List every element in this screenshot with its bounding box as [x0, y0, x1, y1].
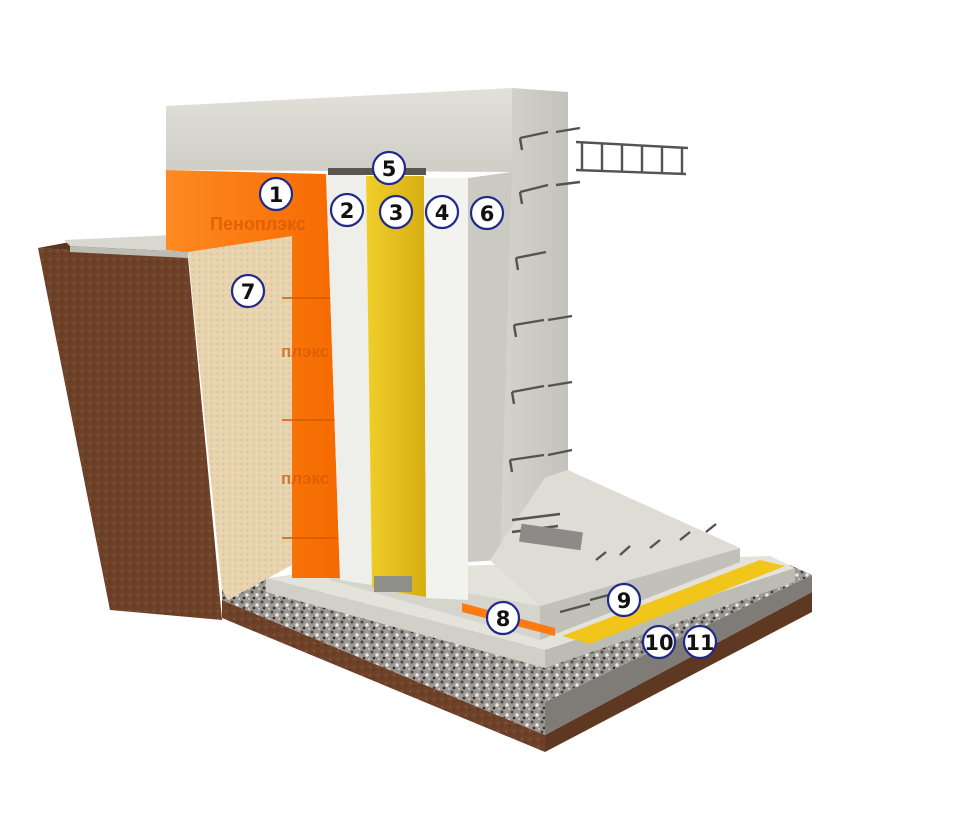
callout-circle: [230, 273, 266, 309]
callout-3: 3: [378, 194, 414, 230]
brand-text-partial: плэкс: [281, 469, 329, 488]
callout-label: 10: [644, 631, 673, 655]
slab-plate-front: [266, 578, 545, 668]
rebar: [547, 314, 573, 322]
callout-circle: [258, 176, 294, 212]
rebar: [555, 126, 581, 134]
callout-label: 3: [389, 201, 404, 225]
callout-label: 7: [241, 280, 256, 304]
wall-inner-face: [468, 172, 512, 562]
callout-10: 10: [641, 624, 677, 660]
slab-plate-right: [545, 568, 795, 668]
soil-base-front: [222, 600, 545, 752]
callout-circle: [424, 194, 460, 230]
callout-circle: [641, 624, 677, 660]
callout-label: 2: [340, 199, 355, 223]
callout-7: 7: [230, 273, 266, 309]
callout-6: 6: [469, 195, 505, 231]
rebar: [547, 448, 573, 457]
xps-insulation-board: [166, 170, 340, 578]
floor-slab: [266, 470, 795, 668]
rebar: [512, 318, 545, 338]
callout-label: 4: [435, 201, 450, 225]
callout-label: 1: [269, 183, 284, 207]
wall-layers: [166, 168, 468, 600]
callout-8: 8: [485, 600, 521, 636]
callout-circle: [485, 600, 521, 636]
callout-circle: [329, 192, 365, 228]
rebar: [547, 380, 573, 388]
gravel-layer-right: [545, 575, 812, 735]
rebar-mat: [580, 142, 684, 174]
membrane-clamp: [374, 576, 412, 592]
callout-markers: 1 2 3 4 5 6 7 8 9 10 11: [230, 150, 718, 660]
brand-text-partial: плэкс: [281, 342, 329, 361]
callout-4: 4: [424, 194, 460, 230]
rebar: [518, 130, 549, 151]
callout-5: 5: [371, 150, 407, 186]
callout-circle: [371, 150, 407, 186]
steel-channel: [519, 523, 583, 551]
sand-top-edge: [70, 246, 188, 258]
wall-front-face: [166, 88, 512, 172]
callout-circle: [378, 194, 414, 230]
callout-label: 6: [480, 202, 495, 226]
protective-membrane: [326, 174, 372, 585]
rebar: [514, 250, 547, 271]
callout-11: 11: [682, 624, 718, 660]
primer-layer: [424, 178, 468, 600]
callout-circle: [606, 582, 642, 618]
brand-text: Пеноплэкс: [210, 214, 306, 234]
callout-circle: [469, 195, 505, 231]
soil-base-right: [545, 592, 812, 752]
rebar-mat: [575, 140, 689, 176]
rebar-floor: [595, 523, 717, 561]
rebar: [555, 180, 581, 187]
callout-label: 5: [382, 157, 397, 181]
callout-circle: [682, 624, 718, 660]
gravel-layer-front: [222, 585, 545, 735]
callout-label: 9: [617, 589, 632, 613]
callout-label: 11: [685, 631, 714, 655]
waterproofing-membrane: [366, 176, 426, 597]
floor-block-top: [490, 470, 740, 606]
callout-2: 2: [329, 192, 365, 228]
callout-label: 8: [496, 607, 511, 631]
callout-9: 9: [606, 582, 642, 618]
soil-front-face: [38, 248, 222, 620]
sand-front-face: [188, 235, 292, 600]
rebar: [510, 384, 545, 405]
rebar: [508, 453, 545, 473]
rebar-outlets: [508, 126, 717, 614]
rebar: [518, 183, 549, 205]
callout-1: 1: [258, 176, 294, 212]
slab-waterproof-strip: [562, 560, 785, 644]
